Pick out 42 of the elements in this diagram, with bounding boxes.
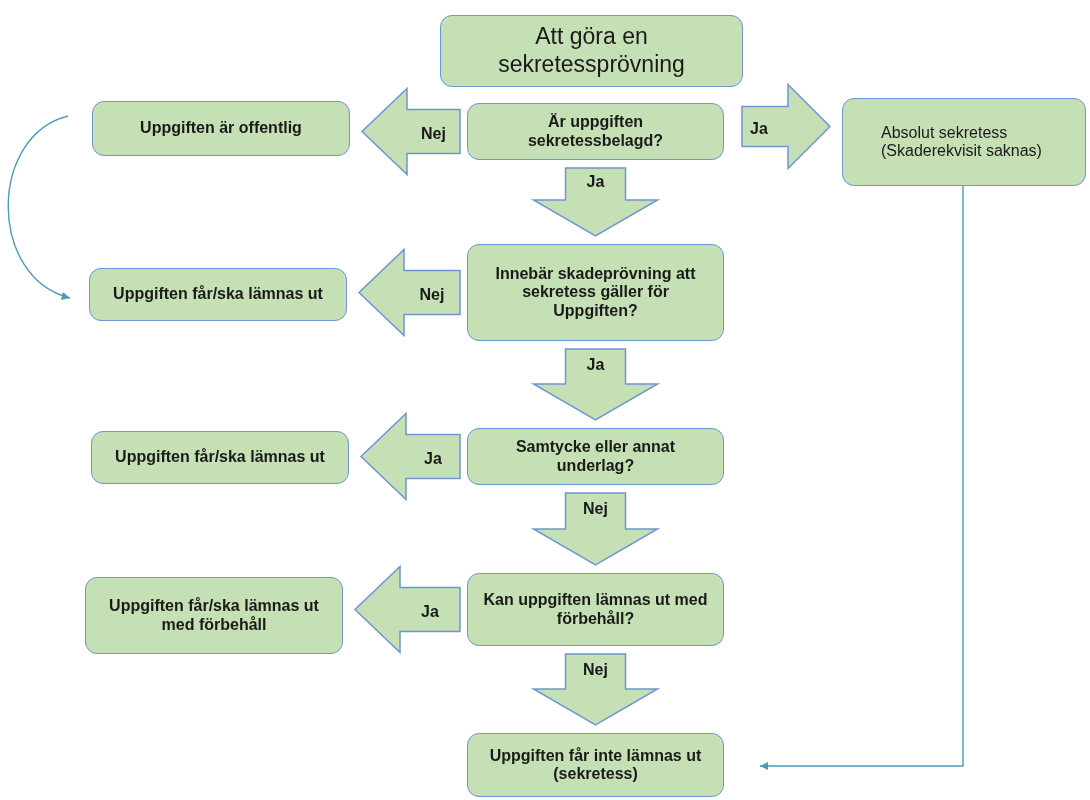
process-box — [467, 103, 724, 160]
box-text: Samtycke eller annat underlag? — [514, 438, 677, 475]
edge-label: Nej — [419, 285, 445, 304]
process-box — [467, 428, 724, 485]
block-arrow — [741, 82, 832, 171]
edge-label: Nej — [583, 660, 608, 679]
box-text: Uppgiften får/ska lämnas ut — [115, 448, 325, 467]
block-arrow — [530, 492, 661, 566]
block-arrow — [530, 167, 661, 237]
box-text: Är uppgiften sekretessbelagd? — [526, 113, 665, 150]
block-arrow — [359, 411, 461, 502]
process-box — [89, 268, 347, 321]
block-arrow — [360, 86, 461, 177]
connector-arrow — [7, 115, 71, 299]
edge-label: Nej — [421, 124, 446, 143]
edge-label: Ja — [586, 173, 605, 191]
edge-label: Ja — [586, 355, 605, 374]
box-text: Kan uppgiften lämnas ut med förbehåll? — [482, 591, 709, 628]
block-arrow — [357, 247, 461, 338]
box-text: Innebär skadeprövning att sekretess gäller för Uppgiften? — [494, 264, 697, 321]
process-box — [467, 733, 724, 797]
connector-arrow — [759, 185, 964, 771]
title-box — [440, 15, 743, 87]
edge-label: Ja — [421, 602, 439, 621]
process-box — [467, 244, 724, 341]
block-arrow — [530, 348, 661, 421]
edge-label: Nej — [583, 500, 608, 518]
process-box — [92, 101, 350, 156]
box-text: Uppgiften får/ska lämnas ut med förbehåll — [108, 597, 320, 634]
process-box — [842, 98, 1086, 186]
block-arrow — [353, 564, 461, 655]
box-text: Att göra en sekretessprövning — [497, 23, 686, 79]
block-arrow — [530, 653, 661, 726]
edge-label: Ja — [424, 449, 442, 468]
process-box — [85, 577, 343, 654]
process-box — [467, 573, 724, 646]
box-text: Uppgiften är offentlig — [140, 119, 302, 138]
box-text: Absolut sekretess (Skaderekvisit saknas) — [881, 123, 1043, 161]
box-text: Uppgiften får/ska lämnas ut — [113, 285, 323, 304]
process-box — [91, 431, 349, 484]
edge-label: Ja — [750, 119, 768, 138]
box-text: Uppgiften får inte lämnas ut (sekretess) — [488, 746, 703, 784]
